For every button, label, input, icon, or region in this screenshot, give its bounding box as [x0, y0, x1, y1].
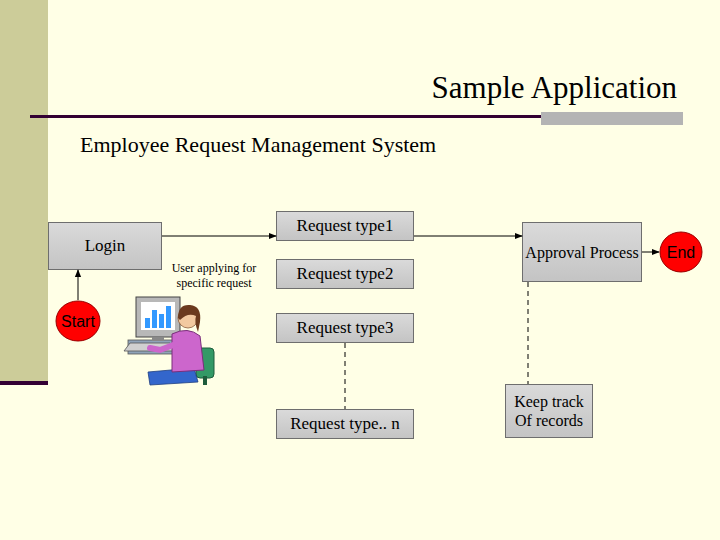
request-box: Request type2	[276, 259, 414, 289]
blouse	[172, 330, 204, 372]
node-text: Request type3	[297, 318, 394, 338]
request-box: Request type3	[276, 313, 414, 343]
terminal-ellipse	[56, 301, 100, 341]
arrow-connector	[414, 236, 522, 237]
node-text: Start	[61, 312, 95, 331]
keyboard	[124, 343, 176, 351]
screen-bar	[159, 314, 164, 328]
start-terminal: Start	[55, 300, 101, 342]
monitor-screen	[141, 302, 175, 330]
subtitle: Employee Request Management System	[80, 131, 540, 159]
hair	[178, 305, 200, 332]
node-text: Keep track Of records	[506, 392, 592, 430]
terminal-ellipse	[660, 232, 702, 272]
node-text: Request type1	[297, 216, 394, 236]
monitor	[136, 297, 180, 337]
chair-leg	[203, 376, 207, 385]
records-box: Keep track Of records	[505, 384, 593, 438]
side-rule	[0, 381, 48, 385]
title-rule	[30, 115, 542, 118]
title-bar	[541, 112, 683, 125]
monitor-stand	[152, 337, 164, 341]
node-text: End	[667, 243, 695, 262]
process-box: Approval Process	[522, 222, 642, 282]
annotation: User applying for specific request	[164, 261, 264, 291]
arrow-connector	[162, 236, 276, 237]
arrow-connector	[642, 252, 659, 253]
user-illustration	[124, 297, 214, 385]
screen-bar	[166, 306, 171, 328]
arm	[150, 344, 176, 350]
node-text: Approval Process	[525, 243, 638, 262]
screen-bar	[145, 318, 150, 328]
arrow-connector	[78, 270, 79, 300]
slide-title: Sample Application	[290, 68, 677, 108]
end-terminal: End	[659, 231, 703, 273]
side-band	[0, 0, 48, 383]
request-box: Request type1	[276, 211, 414, 241]
node-text: Request type.. n	[290, 414, 400, 434]
dashed-connector	[528, 282, 529, 384]
login-box: Login	[48, 222, 162, 270]
node-text: Login	[85, 236, 126, 256]
screen-bar	[152, 310, 157, 328]
dashed-connector	[345, 343, 346, 409]
node-text: Request type2	[297, 264, 394, 284]
request-box: Request type.. n	[276, 409, 414, 439]
